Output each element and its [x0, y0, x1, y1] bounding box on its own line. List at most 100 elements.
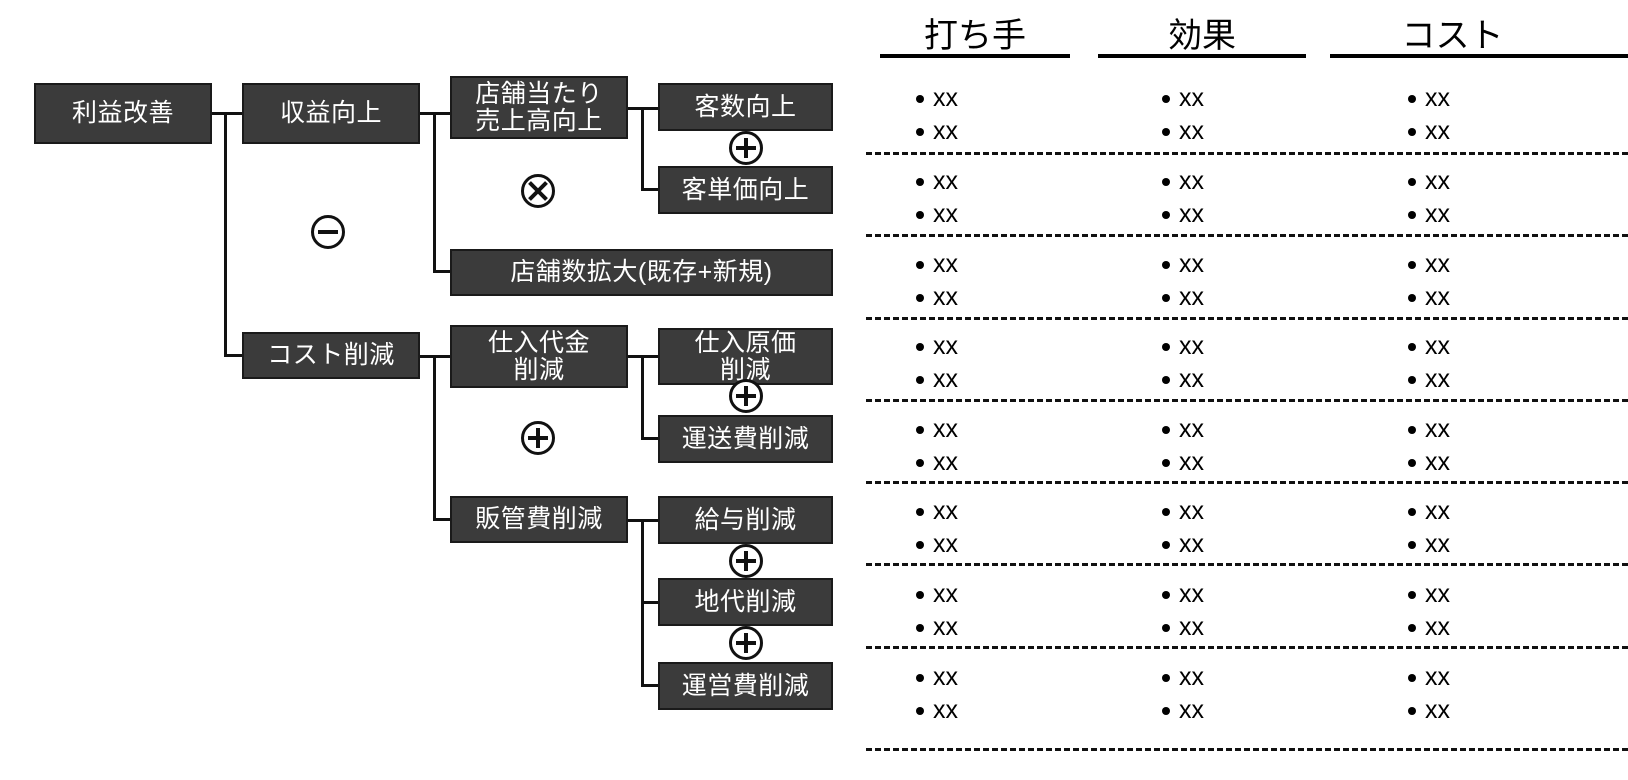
node-sales-per-store[interactable]: 店舗当たり 売上高向上 — [450, 76, 628, 139]
bullet-item[interactable]: xx — [1162, 415, 1204, 444]
node-salary-down[interactable]: 給与削減 — [658, 496, 833, 544]
bullet-item[interactable]: xx — [916, 530, 958, 559]
bullet-text: xx — [933, 696, 958, 724]
bullet-item[interactable]: xx — [1408, 497, 1450, 526]
node-sga-cost[interactable]: 販管費削減 — [450, 496, 628, 543]
node-opex-down[interactable]: 運営費削減 — [658, 662, 833, 710]
bullet-item[interactable]: xx — [1162, 117, 1204, 146]
bullet-item[interactable]: xx — [1162, 84, 1204, 113]
node-freight-down[interactable]: 運送費削減 — [658, 415, 833, 463]
bullet-item[interactable]: xx — [1162, 283, 1204, 312]
bullet-item[interactable]: xx — [916, 283, 958, 312]
bullet-dot-icon — [916, 590, 924, 599]
bullet-item[interactable]: xx — [1162, 613, 1204, 642]
bullet-item[interactable]: xx — [916, 332, 958, 361]
bullet-item[interactable]: xx — [1408, 448, 1450, 477]
bullet-dot-icon — [1408, 293, 1416, 302]
node-cogs-down[interactable]: 仕入原価 削減 — [658, 328, 833, 385]
node-unit-price-up[interactable]: 客単価向上 — [658, 166, 833, 214]
bullet-item[interactable]: xx — [916, 580, 958, 609]
bullet-item[interactable]: xx — [1408, 696, 1450, 725]
bullet-item[interactable]: xx — [1408, 332, 1450, 361]
bullet-dot-icon — [1408, 623, 1416, 632]
bullet-item[interactable]: xx — [916, 415, 958, 444]
bullet-dot-icon — [916, 260, 924, 269]
bullet-text: xx — [1425, 663, 1450, 691]
bullet-text: xx — [1425, 696, 1450, 724]
bullet-text: xx — [1179, 448, 1204, 476]
bullet-item[interactable]: xx — [1162, 580, 1204, 609]
node-root[interactable]: 利益改善 — [34, 83, 212, 144]
column-header-measures: 打ち手 — [924, 17, 1026, 55]
bullet-item[interactable]: xx — [916, 365, 958, 394]
node-rent-down[interactable]: 地代削減 — [658, 578, 833, 626]
bullet-item[interactable]: xx — [916, 663, 958, 692]
bullet-item[interactable]: xx — [1408, 117, 1450, 146]
bullet-item[interactable]: xx — [1408, 613, 1450, 642]
bullet-item[interactable]: xx — [1408, 200, 1450, 229]
bullet-dot-icon — [916, 425, 924, 434]
bullet-item[interactable]: xx — [1408, 365, 1450, 394]
bullet-item[interactable]: xx — [916, 696, 958, 725]
bullet-item[interactable]: xx — [916, 167, 958, 196]
bullet-dot-icon — [1162, 260, 1170, 269]
bullet-item[interactable]: xx — [1162, 663, 1204, 692]
bullet-text: xx — [1425, 200, 1450, 228]
node-store-count[interactable]: 店舗数拡大(既存+新規) — [450, 249, 833, 296]
bullet-dot-icon — [1162, 342, 1170, 351]
bullet-item[interactable]: xx — [1408, 580, 1450, 609]
connector-root-to-cost — [224, 354, 244, 357]
bullet-dot-icon — [916, 210, 924, 219]
bullet-text: xx — [933, 200, 958, 228]
bullet-item[interactable]: xx — [1408, 250, 1450, 279]
bullet-item[interactable]: xx — [916, 117, 958, 146]
bullet-item[interactable]: xx — [1408, 283, 1450, 312]
bullet-item[interactable]: xx — [916, 84, 958, 113]
bullet-dot-icon — [1408, 260, 1416, 269]
bullet-item[interactable]: xx — [1162, 332, 1204, 361]
bullet-dot-icon — [916, 540, 924, 549]
bullet-item[interactable]: xx — [1408, 84, 1450, 113]
bullet-item[interactable]: xx — [1408, 415, 1450, 444]
bullet-dot-icon — [1408, 673, 1416, 682]
node-cost-down[interactable]: コスト削減 — [242, 332, 420, 379]
bullet-item[interactable]: xx — [916, 497, 958, 526]
bullet-text: xx — [1179, 332, 1204, 360]
bullet-item[interactable]: xx — [916, 200, 958, 229]
bullet-item[interactable]: xx — [916, 250, 958, 279]
bullet-item[interactable]: xx — [1408, 530, 1450, 559]
bullet-item[interactable]: xx — [1162, 448, 1204, 477]
bullet-dot-icon — [1408, 210, 1416, 219]
bullet-item[interactable]: xx — [1408, 167, 1450, 196]
bullet-text: xx — [1179, 167, 1204, 195]
bullet-item[interactable]: xx — [1162, 497, 1204, 526]
bullet-dot-icon — [1408, 507, 1416, 516]
bullet-text: xx — [1425, 332, 1450, 360]
node-customers-up[interactable]: 客数向上 — [658, 83, 833, 131]
bullet-text: xx — [1425, 613, 1450, 641]
bullet-dot-icon — [916, 458, 924, 467]
bullet-text: xx — [1179, 283, 1204, 311]
bullet-item[interactable]: xx — [1162, 530, 1204, 559]
bullet-text: xx — [1425, 365, 1450, 393]
bullet-item[interactable]: xx — [1162, 200, 1204, 229]
connector-root-out — [212, 112, 244, 115]
bullet-item[interactable]: xx — [1162, 696, 1204, 725]
bullet-dot-icon — [1408, 590, 1416, 599]
bullet-dot-icon — [916, 342, 924, 351]
node-purchase-cost[interactable]: 仕入代金 削減 — [450, 325, 628, 388]
bullet-item[interactable]: xx — [916, 613, 958, 642]
bullet-item[interactable]: xx — [916, 448, 958, 477]
bullet-item[interactable]: xx — [1162, 365, 1204, 394]
bullet-text: xx — [1425, 117, 1450, 145]
connector-revenue-to-storecount — [433, 270, 455, 273]
bullet-dot-icon — [1408, 540, 1416, 549]
bullet-dot-icon — [1162, 590, 1170, 599]
bullet-text: xx — [1425, 415, 1450, 443]
row-separator — [866, 563, 1628, 566]
bullet-item[interactable]: xx — [1162, 250, 1204, 279]
bullet-item[interactable]: xx — [1162, 167, 1204, 196]
node-revenue-up[interactable]: 収益向上 — [242, 83, 420, 144]
bullet-item[interactable]: xx — [1408, 663, 1450, 692]
row-separator — [866, 234, 1628, 237]
